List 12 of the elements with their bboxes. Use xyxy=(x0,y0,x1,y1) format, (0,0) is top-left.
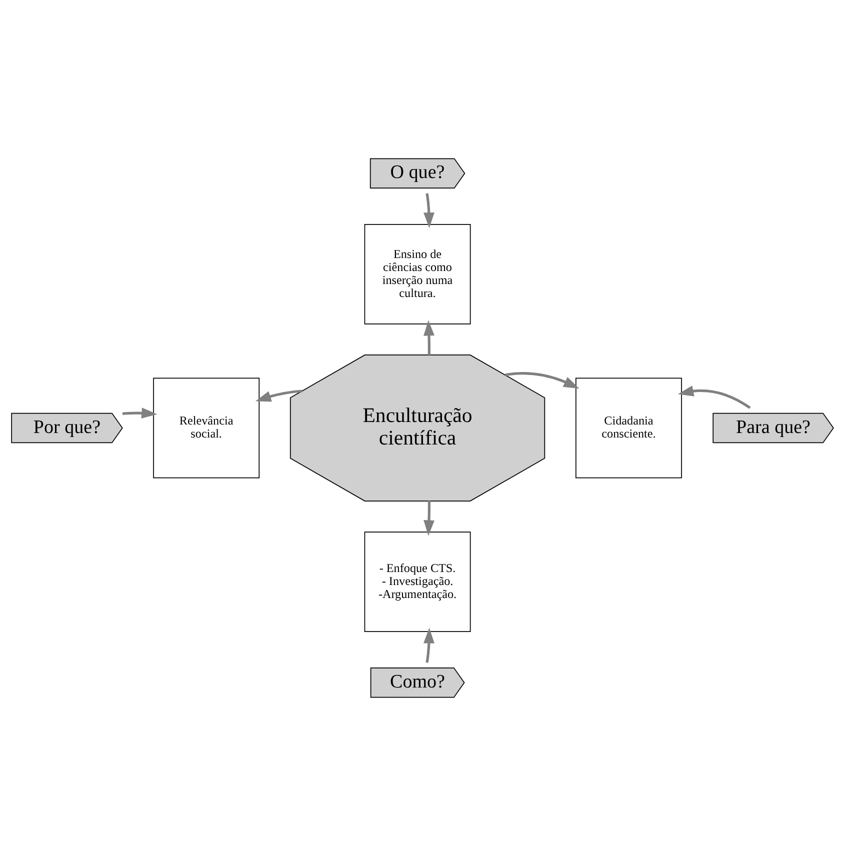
arrow xyxy=(678,386,751,409)
arrow xyxy=(122,408,158,419)
node-box: Ensino de ciências como inserção numa cultura. xyxy=(364,224,471,324)
node-box: Cidadania consciente. xyxy=(575,378,682,478)
node-box: - Enfoque CTS. - Investigação. -Argumentação. xyxy=(364,532,471,632)
arrow xyxy=(424,628,434,663)
arrow xyxy=(424,320,434,356)
arrow xyxy=(424,193,434,228)
node-box: Relevância social. xyxy=(153,378,260,478)
arrow xyxy=(255,390,302,402)
arrow xyxy=(424,500,434,536)
arrow xyxy=(505,372,580,389)
